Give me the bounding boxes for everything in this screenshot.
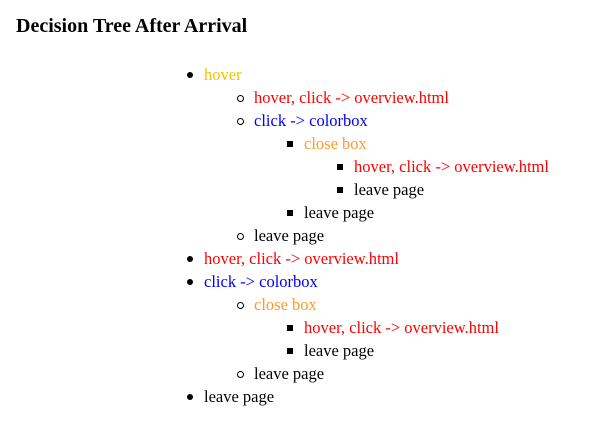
tree-node: hover, click -> overview.html bbox=[0, 155, 549, 178]
tree-node-text: leave page bbox=[254, 226, 325, 245]
tree-node: click -> colorbox bbox=[0, 270, 549, 293]
tree-node: hover, click -> overview.html bbox=[0, 316, 549, 339]
tree-node-text: close box bbox=[254, 295, 317, 314]
square-bullet-icon bbox=[287, 348, 293, 354]
square-bullet-icon bbox=[337, 187, 343, 193]
disc-bullet-icon bbox=[187, 256, 193, 262]
tree-node-text: hover, click -> overview.html bbox=[254, 88, 449, 107]
tree-node-label: leave page bbox=[287, 201, 375, 224]
tree-node-label: hover, click -> overview.html bbox=[237, 86, 449, 109]
decision-tree: hover hover, click -> overview.html click … bbox=[0, 63, 549, 408]
tree-node-text: leave page bbox=[254, 364, 325, 383]
tree-node: leave page bbox=[0, 385, 549, 408]
tree-node-text: close box bbox=[304, 134, 367, 153]
page-title: Decision Tree After Arrival bbox=[16, 15, 248, 37]
disc-bullet-icon bbox=[187, 72, 193, 78]
tree-node-label: hover, click -> overview.html bbox=[337, 155, 549, 178]
square-bullet-icon bbox=[287, 141, 293, 147]
tree-node: close box bbox=[0, 132, 549, 155]
tree-node-label: click -> colorbox bbox=[237, 109, 368, 132]
tree-node-text: hover, click -> overview.html bbox=[204, 249, 399, 268]
tree-node: click -> colorbox bbox=[0, 109, 549, 132]
tree-node: leave page bbox=[0, 362, 549, 385]
decision-tree-list: hover hover, click -> overview.html click … bbox=[0, 63, 549, 408]
circle-bullet-icon bbox=[237, 118, 244, 125]
tree-node-label: leave page bbox=[237, 224, 325, 247]
tree-node-label: leave page bbox=[237, 362, 325, 385]
square-bullet-icon bbox=[287, 325, 293, 331]
circle-bullet-icon bbox=[237, 233, 244, 240]
circle-bullet-icon bbox=[237, 95, 244, 102]
tree-node-label: hover bbox=[187, 63, 242, 86]
disc-bullet-icon bbox=[187, 394, 193, 400]
tree-node: hover bbox=[0, 63, 549, 86]
square-bullet-icon bbox=[287, 210, 293, 216]
tree-node: leave page bbox=[0, 224, 549, 247]
tree-node-label: close box bbox=[237, 293, 317, 316]
tree-node-text: leave page bbox=[204, 387, 275, 406]
tree-node-label: hover, click -> overview.html bbox=[287, 316, 499, 339]
tree-node-label: hover, click -> overview.html bbox=[187, 247, 399, 270]
tree-node-label: click -> colorbox bbox=[187, 270, 318, 293]
tree-node: leave page bbox=[0, 339, 549, 362]
tree-node-text: hover, click -> overview.html bbox=[354, 157, 549, 176]
tree-node: close box bbox=[0, 293, 549, 316]
tree-node-text: click -> colorbox bbox=[204, 272, 318, 291]
tree-node: leave page bbox=[0, 201, 549, 224]
tree-node-text: click -> colorbox bbox=[254, 111, 368, 130]
tree-node-label: leave page bbox=[287, 339, 375, 362]
tree-node-label: leave page bbox=[187, 385, 275, 408]
circle-bullet-icon bbox=[237, 302, 244, 309]
tree-node-text: leave page bbox=[304, 341, 375, 360]
tree-node-label: leave page bbox=[337, 178, 425, 201]
tree-node: hover, click -> overview.html bbox=[0, 247, 549, 270]
tree-node-text: hover, click -> overview.html bbox=[304, 318, 499, 337]
disc-bullet-icon bbox=[187, 279, 193, 285]
tree-node: leave page bbox=[0, 178, 549, 201]
tree-node: hover, click -> overview.html bbox=[0, 86, 549, 109]
square-bullet-icon bbox=[337, 164, 343, 170]
tree-node-text: leave page bbox=[354, 180, 425, 199]
tree-node-label: close box bbox=[287, 132, 367, 155]
circle-bullet-icon bbox=[237, 371, 244, 378]
tree-node-text: hover bbox=[204, 65, 242, 84]
tree-node-text: leave page bbox=[304, 203, 375, 222]
